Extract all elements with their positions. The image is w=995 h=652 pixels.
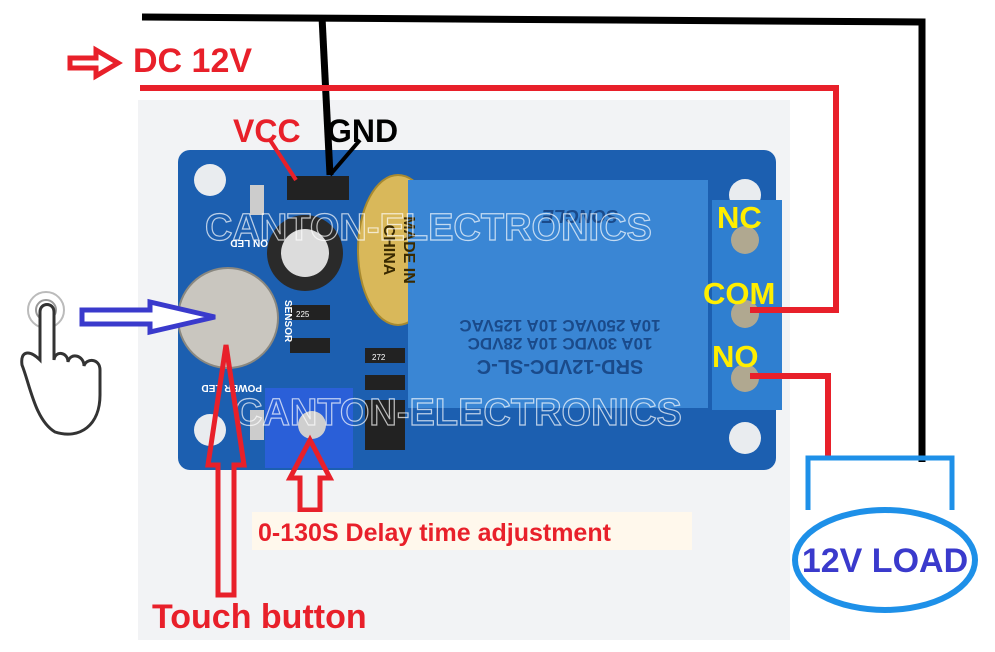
touch-button-label: Touch button: [152, 598, 367, 636]
delay-label: 0-130S Delay time adjustment: [258, 519, 612, 547]
mount-hole: [194, 164, 226, 196]
cap-text: CHINA: [380, 225, 397, 276]
pot-knob: [298, 411, 326, 439]
gnd-pointer: [328, 138, 362, 177]
vcc-label: VCC: [233, 113, 301, 149]
resistor: [290, 305, 330, 320]
resistor-code: 272: [372, 353, 386, 362]
load-label: 12V LOAD: [802, 542, 968, 580]
no-label: NO: [712, 339, 759, 374]
mount-hole: [729, 422, 761, 454]
led: [250, 185, 264, 215]
no-load-wire: [750, 373, 831, 458]
delay-label-bg: [252, 512, 692, 550]
gnd-label: GND: [327, 113, 398, 149]
power-arrow-icon: [67, 45, 123, 81]
watermark: CANTON-ELECTRONICS: [235, 392, 682, 434]
capacitor-top: [281, 229, 329, 277]
resistor: [365, 348, 405, 363]
silk-on-led: ON LED: [230, 237, 268, 248]
pin-header: [287, 176, 349, 200]
load-ring: [792, 507, 978, 613]
cap-text: MADE IN: [400, 216, 417, 284]
vcc-com-wire: [140, 85, 839, 313]
vcc-pointer: [268, 138, 298, 182]
relay-rating-text: 10A 30VDC 10A 28VDC: [468, 334, 653, 353]
watermark: CANTON-ELECTRONICS: [205, 207, 652, 249]
finger-touch-icon: [20, 291, 102, 436]
screw-nc: [731, 226, 759, 254]
silk-sensor: SENSOR: [282, 300, 293, 343]
nc-label: NC: [717, 200, 762, 235]
relay: [408, 180, 708, 408]
resistor-code: 225: [296, 310, 310, 319]
transistor: [365, 400, 405, 450]
gnd-wire: [318, 16, 334, 176]
relay-model-text: SRD-12VDC-SL-C: [477, 355, 644, 377]
load-bracket: [805, 455, 955, 510]
gnd-load-wire: [141, 13, 926, 462]
screw-no: [731, 364, 759, 392]
mount-hole: [194, 414, 226, 446]
resistor: [290, 338, 330, 353]
resistor: [365, 375, 405, 390]
power-label: DC 12V: [133, 42, 252, 80]
com-label: COM: [703, 276, 775, 311]
touch-button-arrow-icon: [205, 344, 247, 598]
relay-brand-text: SONGLE: [541, 206, 618, 226]
relay-rating-text: 10A 250VAC 10A 125VAC: [459, 316, 660, 335]
touch-arrow-icon: [79, 298, 216, 336]
led: [250, 410, 264, 440]
pot-arrow-icon: [285, 434, 335, 513]
